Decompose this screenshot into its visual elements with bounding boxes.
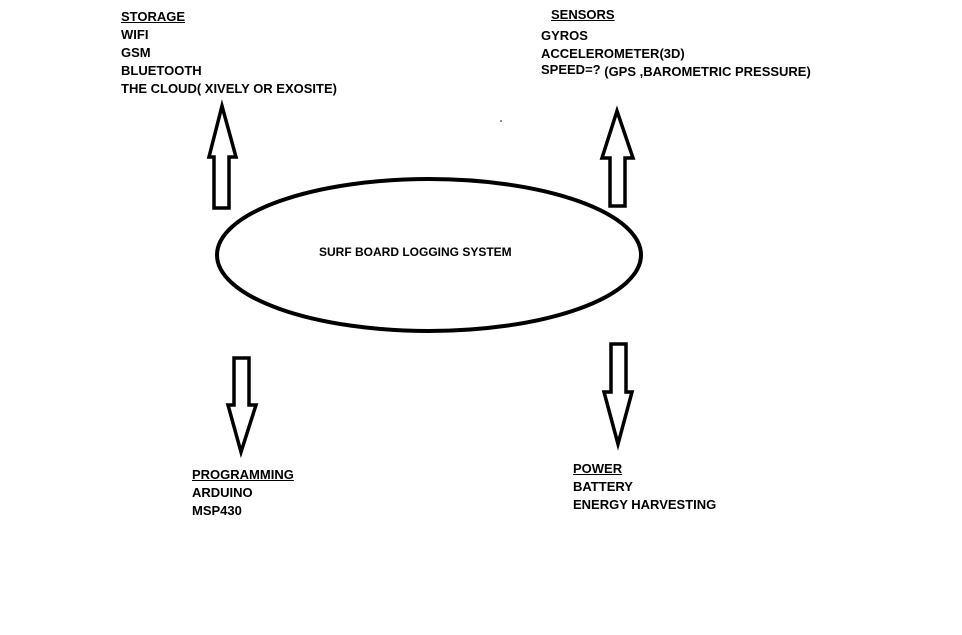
speed-note: (GPS ,BAROMETRIC PRESSURE) — [604, 64, 811, 79]
storage-item: WIFI — [121, 27, 149, 42]
storage-block: STORAGE WIFI GSM BLUETOOTH THE CLOUD( XI… — [121, 8, 337, 98]
central-ellipse — [215, 177, 643, 333]
storage-item: BLUETOOTH — [121, 63, 202, 78]
speed-label: SPEED=? — [541, 62, 601, 77]
power-item: BATTERY — [573, 479, 633, 494]
programming-block: PROGRAMMING ARDUINO MSP430 — [192, 466, 294, 520]
sensors-item: SPEED=? (GPS ,BAROMETRIC PRESSURE) — [541, 62, 811, 81]
arrow-up-storage — [206, 99, 239, 210]
storage-heading: STORAGE — [121, 9, 186, 24]
storage-item: GSM — [121, 45, 151, 60]
sensors-heading: SENSORS — [551, 7, 615, 22]
power-heading: POWER — [573, 461, 623, 476]
sensors-item: ACCELEROMETER(3D) — [541, 46, 685, 61]
arrow-up-sensors — [599, 105, 636, 208]
programming-heading: PROGRAMMING — [192, 467, 294, 482]
storage-item: THE CLOUD( XIVELY OR EXOSITE) — [121, 81, 337, 96]
programming-item: MSP430 — [192, 503, 242, 518]
sensors-item: GYROS — [541, 28, 588, 43]
sensors-block: GYROS ACCELEROMETER(3D) SPEED=? (GPS ,BA… — [541, 27, 811, 81]
power-block: POWER BATTERY ENERGY HARVESTING — [573, 460, 716, 514]
programming-item: ARDUINO — [192, 485, 253, 500]
arrow-down-power — [601, 342, 635, 451]
power-item: ENERGY HARVESTING — [573, 497, 717, 512]
center-label: SURF BOARD LOGGING SYSTEM — [319, 245, 512, 259]
arrow-down-programming — [225, 356, 259, 459]
